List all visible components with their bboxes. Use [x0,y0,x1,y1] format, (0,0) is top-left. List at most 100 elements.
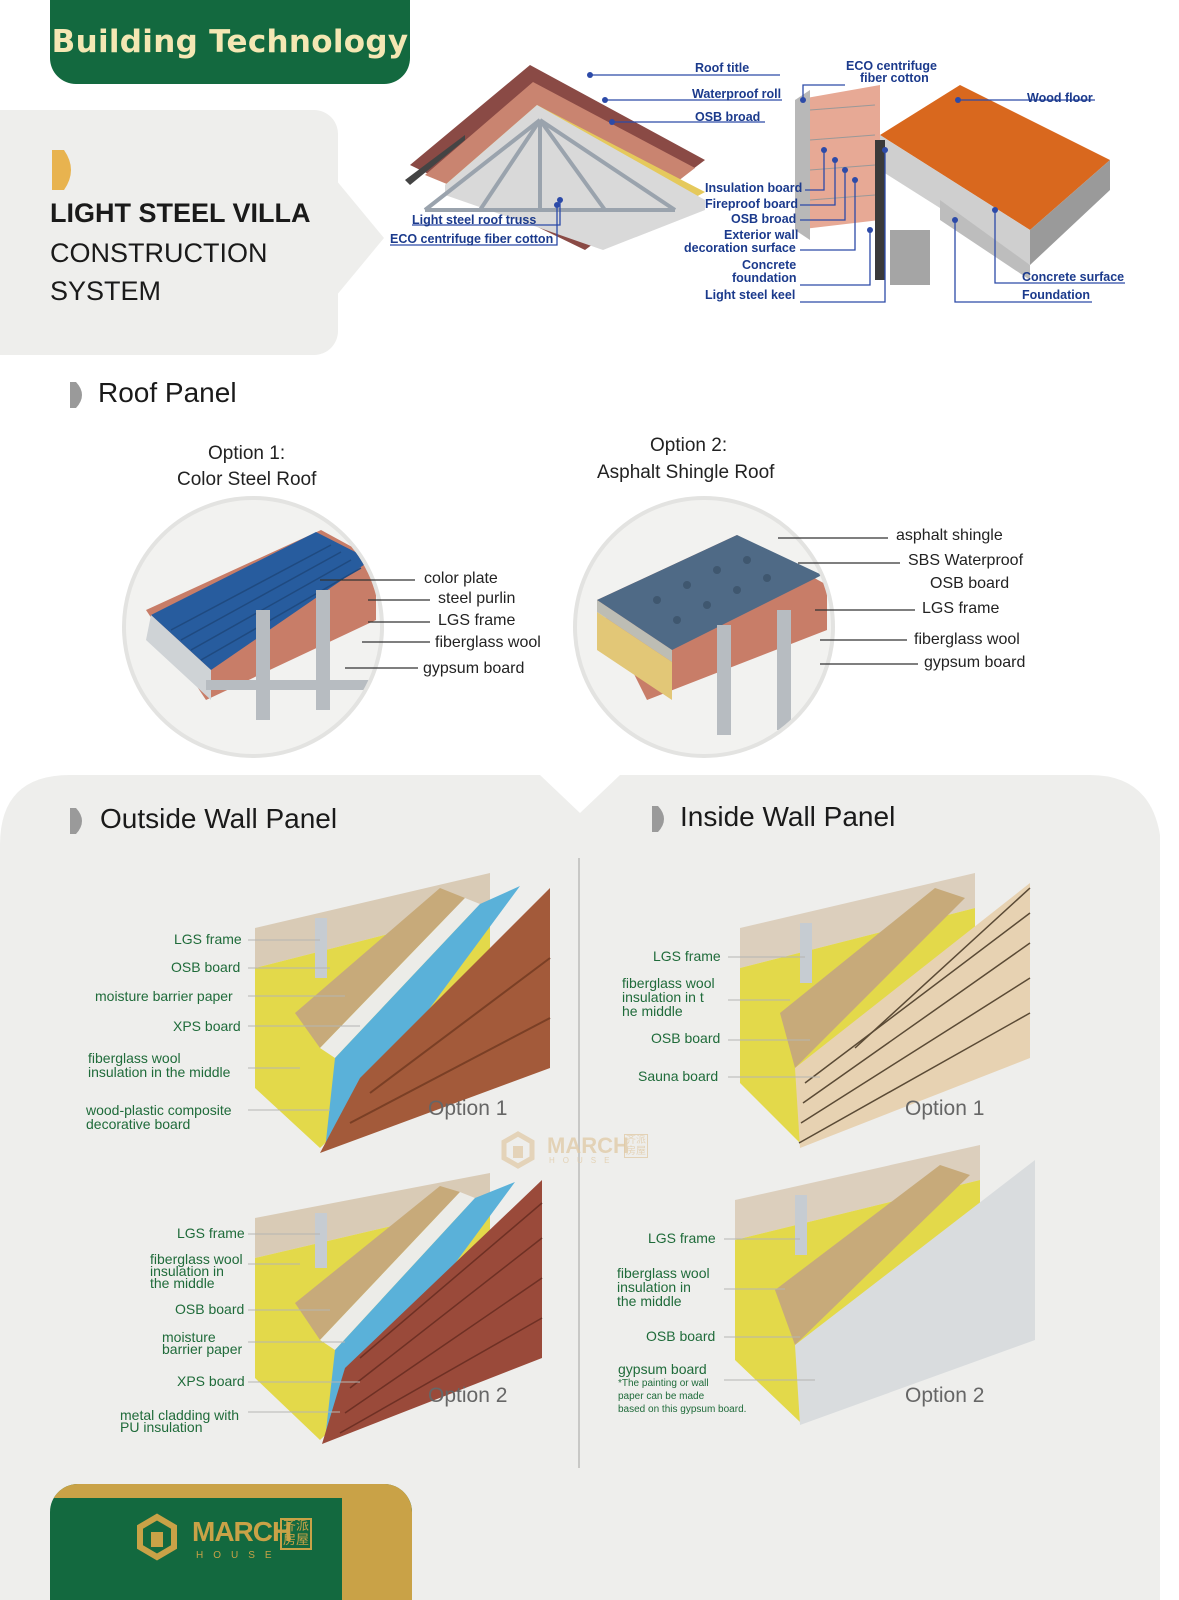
building-technology-badge: Building Technology [50,0,410,84]
roof-leader-lines [390,72,782,246]
roof-option2-title-2: Asphalt Shingle Roof [597,462,775,483]
roof1-layer-lgs-frame: LGS frame [438,612,516,629]
label-exterior-wall-2: decoration surface [684,241,796,255]
watermark-logo-icon [501,1131,535,1169]
out1-label-wpc-1: wood-plastic composite [86,1102,232,1118]
watermark-brand-cn: 齐派 房屋 [624,1134,648,1158]
title-line-1: LIGHT STEEL VILLA [50,198,311,228]
roof-cutaway-illustration [405,65,705,250]
wall-divider [578,858,580,1468]
title-card-pointer [336,180,384,296]
roof1-layer-color-plate: color plate [424,570,498,587]
watermark-brand-word: MARCH [547,1133,629,1158]
in2-note-line-1: *The painting or wall [618,1378,709,1389]
roof2-layer-sbs-waterproof: SBS Waterproof [908,552,1024,569]
out2-option-tag: Option 2 [428,1384,508,1407]
label-foundation: Foundation [1022,288,1091,302]
in1-label-fiberglass-2: insulation in t [622,989,704,1005]
out2-label-metal-cladding-2: PU insulation [120,1419,203,1435]
roof-option1-title-1: Option 1: [208,443,286,464]
out2-label-lgs-frame: LGS frame [177,1225,245,1241]
in1-label-fiberglass-3: he middle [622,1003,683,1019]
roof1-layer-fiberglass-wool: fiberglass wool [435,634,541,651]
in2-label-fiberglass-1: fiberglass wool [617,1265,710,1281]
roof-option1-title-2: Color Steel Roof [177,469,317,490]
title-line-2: CONSTRUCTION [50,238,268,268]
roof2-layer-asphalt-shingle: asphalt shingle [896,527,1003,544]
inside-wall-option2-illustration [735,1145,1035,1425]
label-concrete-surface: Concrete surface [1022,270,1125,284]
label-insulation-board: Insulation board [705,181,803,195]
out2-label-metal-cladding-1: metal cladding with [120,1407,240,1423]
roof2-layer-lgs-frame: LGS frame [922,600,1000,617]
footer-brand-cn: 齐派 房屋 [280,1518,312,1550]
outside-wall-marker-icon [70,808,82,834]
in2-label-fiberglass-3: the middle [617,1293,682,1309]
march-house-logo-icon [137,1513,177,1561]
label-osb-broad-roof: OSB broad [695,110,761,124]
label-roof-title: Roof title [695,61,750,75]
out2-label-moisture-2: barrier paper [162,1341,243,1357]
out1-label-osb-board: OSB board [171,959,241,975]
in1-label-sauna-board: Sauna board [638,1068,719,1084]
floor-wall-cutaway-illustration [795,85,1110,285]
title-marker-icon [52,150,71,190]
inside-wall-marker-icon [652,806,664,832]
watermark-cn-top: 齐派 [626,1135,646,1146]
label-eco-cotton-roof: ECO centrifuge fiber cotton [390,232,554,246]
out2-label-fiberglass-1: fiberglass wool [150,1251,243,1267]
label-light-steel-roof-truss: Light steel roof truss [412,213,537,227]
watermark-brand-sub: HOUSE [549,1156,618,1165]
in2-label-lgs-frame: LGS frame [648,1230,716,1246]
label-osb-broad-floor: OSB broad [731,212,797,226]
footer-gold-corner [342,1484,412,1600]
out2-label-xps-board: XPS board [177,1373,245,1389]
roof2-layer-fiberglass-wool: fiberglass wool [914,631,1020,648]
label-fireproof-board: Fireproof board [705,197,799,211]
in2-option-tag: Option 2 [905,1384,985,1407]
label-concrete-foundation-1: Concrete [742,258,797,272]
floor-leader-lines [800,84,1125,303]
label-waterproof-roll: Waterproof roll [692,87,782,101]
label-light-steel-keel: Light steel keel [705,288,796,302]
footer-cn-bottom: 房屋 [282,1533,309,1548]
watermark-cn-bottom: 房屋 [626,1146,646,1157]
footer-brand-sub: HOUSE [196,1550,282,1561]
footer-brand-word: MARCH [192,1516,292,1547]
out1-label-lgs-frame: LGS frame [174,931,242,947]
in1-label-lgs-frame: LGS frame [653,948,721,964]
in2-label-fiberglass-2: insulation in [617,1279,691,1295]
roof-panel-heading: Roof Panel [98,377,237,408]
color-steel-roof-illustration [122,496,384,758]
roof-option2-title-1: Option 2: [650,435,728,456]
outside-wall-heading: Outside Wall Panel [100,803,338,834]
label-concrete-foundation-2: foundation [732,271,797,285]
label-exterior-wall-1: Exterior wall [724,228,799,242]
in2-label-gypsum-board: gypsum board [618,1361,707,1377]
out2-label-fiberglass-3: the middle [150,1275,215,1291]
in1-option-tag: Option 1 [905,1097,985,1120]
in2-note-line-3: based on this gypsum board. [618,1404,747,1415]
asphalt-shingle-roof-illustration [573,496,835,758]
in2-note-line-2: paper can be made [618,1391,705,1402]
footer-cn-top: 齐派 [282,1519,309,1534]
in1-label-fiberglass-1: fiberglass wool [622,975,715,991]
label-eco-cotton-floor-2: fiber cotton [860,71,929,85]
title-line-3: SYSTEM [50,276,162,306]
out2-label-moisture-1: moisture [162,1329,216,1345]
out1-label-wpc-2: decorative board [86,1116,191,1132]
badge-text: Building Technology [51,24,409,60]
outside-wall-option2-illustration [255,1173,543,1444]
roof-panel-marker-icon [70,382,82,408]
inside-wall-heading: Inside Wall Panel [680,801,896,832]
out1-label-moisture-barrier: moisture barrier paper [95,988,233,1004]
out1-option-tag: Option 1 [428,1097,508,1120]
out2-label-fiberglass-2: insulation in [150,1263,224,1279]
in1-label-osb-board: OSB board [651,1030,721,1046]
footer-brand-tab [50,1484,412,1600]
roof2-layer-osb-board: OSB board [930,575,1010,592]
roof1-layer-gypsum-board: gypsum board [423,660,525,677]
inside-wall-option1-illustration [740,873,1031,1148]
label-wood-floor: Wood floor [1027,91,1093,105]
